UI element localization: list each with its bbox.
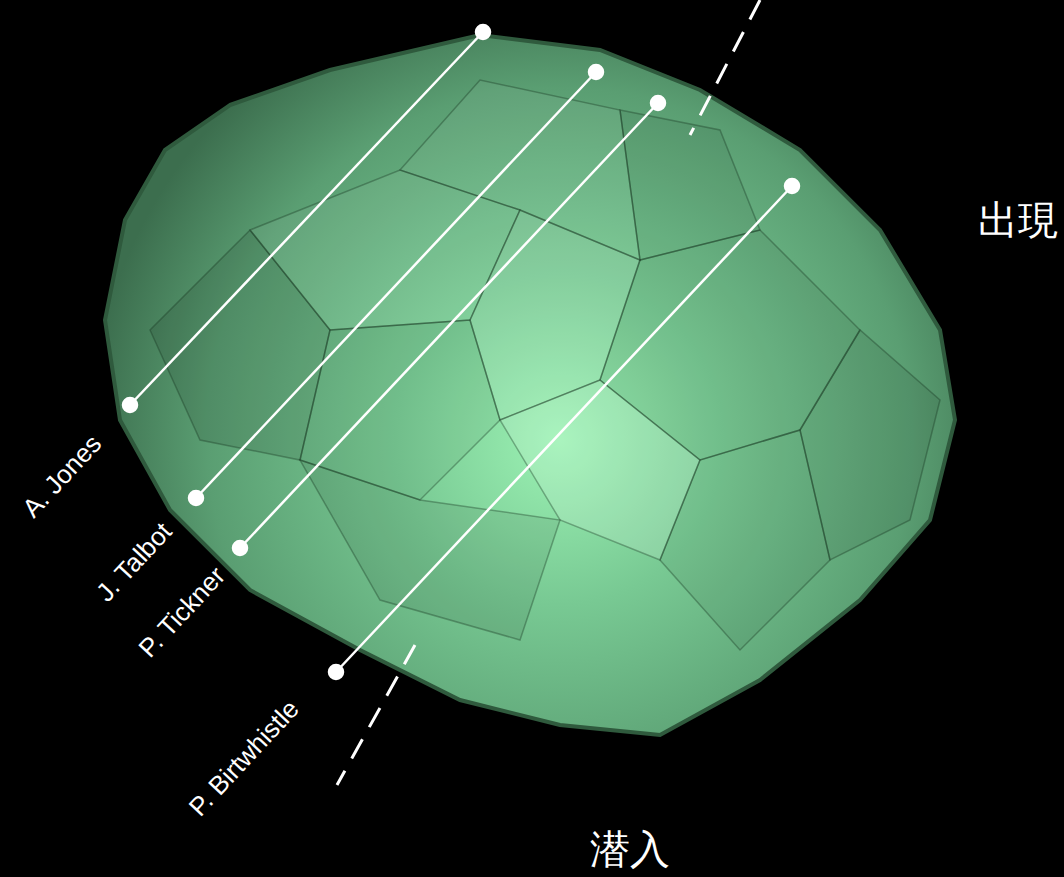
observer-name: J. Talbot bbox=[91, 517, 178, 607]
disappearance-label: 潜入 bbox=[590, 827, 670, 871]
observer-name: A. Jones bbox=[17, 429, 107, 522]
chord-lines bbox=[123, 25, 799, 679]
reappearance-label: 出現 bbox=[978, 198, 1058, 242]
observer-name: P. Tickner bbox=[133, 561, 230, 663]
asteroid-shape bbox=[105, 35, 955, 735]
observer-name: P. Birtwhistle bbox=[183, 695, 304, 822]
asteroid-facets bbox=[150, 80, 940, 650]
